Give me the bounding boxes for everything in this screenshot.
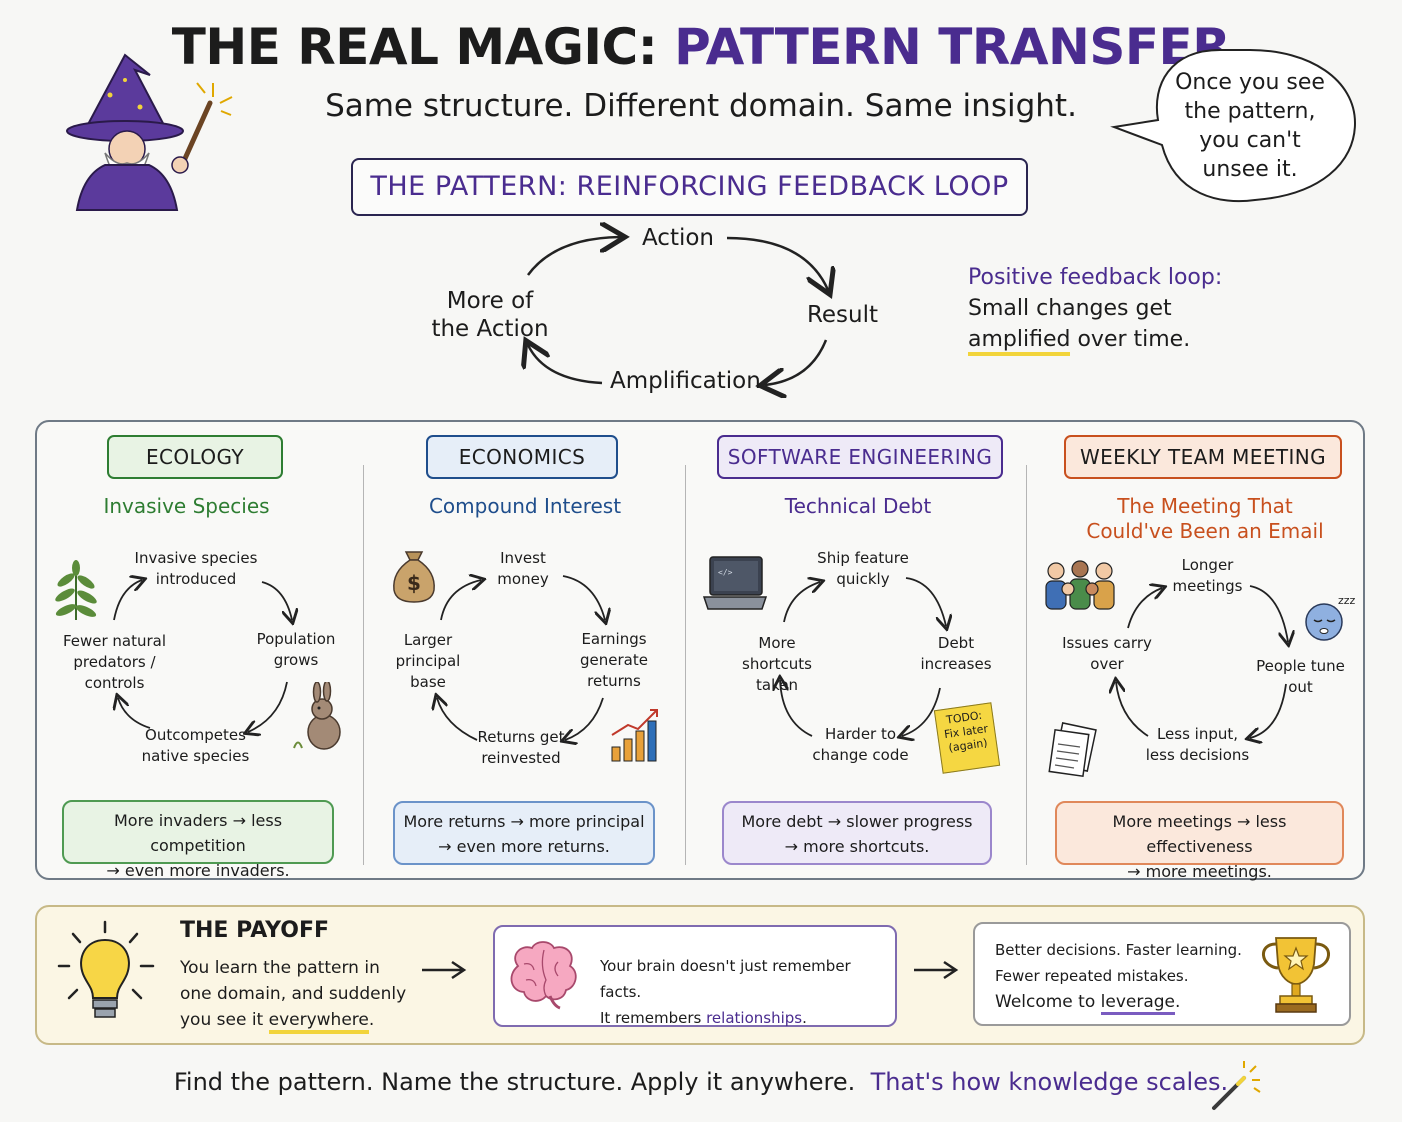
summary-economics: More returns → more principal→ even more… bbox=[393, 801, 655, 865]
economics-loop-arrows bbox=[425, 570, 645, 750]
title-main: THE REAL MAGIC: bbox=[171, 18, 675, 76]
loop-node-amplification: Amplification bbox=[610, 368, 761, 394]
tag-ecology: ECOLOGY bbox=[107, 435, 283, 479]
loop-node-action: Action bbox=[641, 225, 715, 251]
meeting-loop-arrows bbox=[1100, 570, 1320, 750]
summary-software: More debt → slower progress→ more shortc… bbox=[722, 801, 992, 865]
mtg-node-less-input: Less input,less decisions bbox=[1145, 725, 1250, 764]
mtg-node-tune-out: People tune out bbox=[1256, 657, 1345, 696]
arrow-right-icon bbox=[914, 960, 959, 980]
ecology-loop-arrows bbox=[100, 570, 320, 750]
highlight-everywhere: everywhere bbox=[268, 1010, 369, 1034]
pattern-title-box: THE PATTERN: REINFORCING FEEDBACK LOOP bbox=[351, 158, 1028, 216]
arrow-right-icon bbox=[422, 960, 467, 980]
summary-ecology: More invaders → less competition→ even m… bbox=[62, 800, 334, 880]
documents-icon bbox=[1048, 722, 1097, 778]
result-text: Better decisions. Faster learning. Fewer… bbox=[995, 937, 1250, 1015]
growth-chart-icon bbox=[611, 709, 658, 762]
divider bbox=[1026, 465, 1027, 865]
highlight-leverage: leverage bbox=[1100, 992, 1175, 1015]
people-icon bbox=[1045, 560, 1115, 610]
page-title: THE REAL MAGIC: PATTERN TRANSFER bbox=[0, 18, 1402, 76]
sleepy-face-icon: zzz bbox=[1305, 594, 1356, 641]
subtitle-invasive-species: Invasive Species bbox=[103, 494, 270, 518]
footer-text: Find the pattern. Name the structure. Ap… bbox=[173, 1068, 856, 1096]
magic-wand-icon bbox=[1212, 1061, 1261, 1110]
feedback-note: Positive feedback loop: Small changes ge… bbox=[968, 262, 1268, 356]
brain-icon bbox=[510, 941, 577, 1010]
svg-text:$: $ bbox=[407, 571, 421, 595]
divider bbox=[363, 465, 364, 865]
summary-meeting: More meetings → less effectiveness→ more… bbox=[1055, 801, 1344, 881]
rabbit-icon bbox=[293, 682, 341, 750]
lightbulb-icon bbox=[57, 920, 155, 1018]
laptop-icon: </> bbox=[702, 556, 768, 610]
svg-text:</>: </> bbox=[718, 568, 733, 577]
svg-text:zzz: zzz bbox=[1338, 594, 1356, 607]
payoff-text: You learn the pattern in one domain, and… bbox=[180, 955, 410, 1034]
tag-economics: ECONOMICS bbox=[426, 435, 618, 479]
footer-accent: That's how knowledge scales. bbox=[870, 1068, 1229, 1096]
trophy-icon bbox=[1262, 937, 1330, 1013]
payoff-title: THE PAYOFF bbox=[180, 918, 330, 943]
loop-node-result: Result bbox=[806, 302, 879, 328]
main-loop-arrows bbox=[0, 0, 1402, 420]
tag-software-engineering: SOFTWARE ENGINEERING bbox=[717, 435, 1003, 479]
software-loop-arrows bbox=[760, 570, 980, 750]
divider bbox=[685, 465, 686, 865]
subtitle-technical-debt: Technical Debt bbox=[784, 494, 932, 518]
highlight-relationships: relationships bbox=[706, 1009, 803, 1027]
brain-text: Your brain doesn't just remember facts. … bbox=[600, 957, 851, 1027]
page-subtitle: Same structure. Different domain. Same i… bbox=[325, 88, 1077, 124]
title-accent: PATTERN TRANSFER bbox=[674, 18, 1231, 76]
footer: Find the pattern. Name the structure. Ap… bbox=[0, 1068, 1402, 1096]
tag-weekly-team-meeting: WEEKLY TEAM MEETING bbox=[1064, 435, 1342, 479]
subtitle-compound-interest: Compound Interest bbox=[428, 494, 622, 518]
speech-bubble-text: Once you see the pattern, you can't unse… bbox=[1175, 70, 1325, 182]
plant-icon bbox=[55, 560, 97, 620]
speech-bubble bbox=[1110, 49, 1357, 203]
wizard-icon bbox=[66, 53, 233, 211]
highlight-amplified: amplified bbox=[968, 327, 1071, 356]
money-bag-icon: $ bbox=[393, 551, 435, 603]
